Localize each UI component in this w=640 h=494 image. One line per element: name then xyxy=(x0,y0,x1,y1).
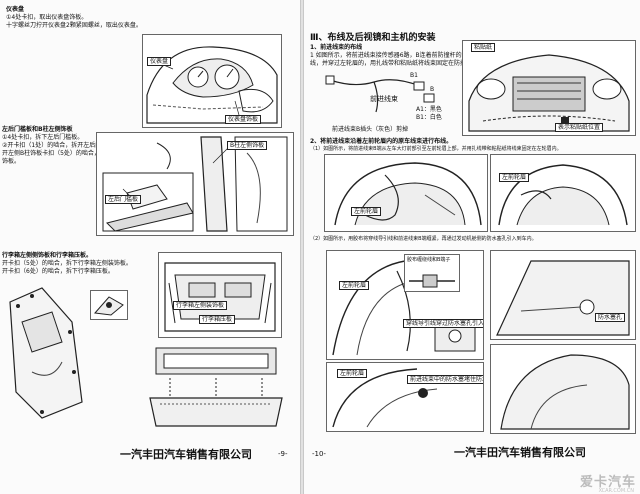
left-section2-line-3: ②开卡扣（1处）的啮合，拆开左后门槛。 xyxy=(2,142,114,149)
left-section2-line-5: 饰板。 xyxy=(2,158,21,165)
figure-wheel-arch-a: 左前轮眉 xyxy=(324,154,488,232)
right-sub2-line-1: （1）如图所示，将前进线束B端从左车大灯前部引至左前轮眉上部，并用扎线带和粘贴纸… xyxy=(310,146,562,152)
figure-trunk: 行李箱左侧装饰板 行李箱压板 xyxy=(158,252,282,338)
grommet-plug-drawing xyxy=(332,368,438,428)
figure-wheel-arch-b: 左前轮眉 xyxy=(490,154,636,232)
left-section2-line-2: ①4处卡扣，拆下左后门槛板。 xyxy=(2,134,84,141)
front-harness-drawing xyxy=(325,75,435,113)
fig-r1-label-b1: B1：白色 xyxy=(416,114,442,121)
fig-r4-label-arch: 左前轮眉 xyxy=(337,369,368,378)
left-header-line-2: ①4处卡扣，取出仪表盘饰板。 xyxy=(6,14,88,21)
left-section3-line-1: 行李箱左侧侧饰板和行李箱压板。 xyxy=(2,252,93,259)
fig-r4-label-plug: 前进线束中的防水塞堵住防水塞孔 xyxy=(407,375,483,384)
right-sub1-line-2: 线，并穿过左轮眉的，用扎线带和粘贴纸将线束固定在防撞杆上。 xyxy=(310,60,485,67)
fig3-label-trunk-plate: 行李箱压板 xyxy=(199,315,236,324)
page-spine xyxy=(300,0,304,494)
figure-instrument-cluster: 仪表盘 仪表盘饰板 xyxy=(142,34,282,128)
fig-r3-label-hole: 防水塞孔 xyxy=(595,313,626,322)
clip-inset-drawing xyxy=(94,296,124,316)
trunk-drawing xyxy=(164,262,276,332)
right-page-number: -10- xyxy=(312,450,326,458)
trunk-plate-drawing xyxy=(149,347,283,427)
right-sub2-line-2: （2）如图所示，用胶布将穿线导引线和前进线束B端缠紧，再通过发动机舱侧的防水塞孔… xyxy=(310,236,537,242)
fig-r3-label-tape: 胶布缠绕线和B端子 xyxy=(407,257,451,263)
figure-grommet-plug-b xyxy=(490,344,636,434)
fig-r3-label-arch: 左前轮眉 xyxy=(339,281,370,290)
wheel-arch-a-drawing xyxy=(334,162,482,226)
figure-trunk-plate xyxy=(146,342,286,432)
fig-r1-label-sticker-pos: 表示粘贴纸位置 xyxy=(555,123,604,132)
car-front-drawing xyxy=(468,54,630,132)
right-title: Ⅲ、布线及后视镜和主机的安装 xyxy=(310,33,436,43)
figure-tape-inset: 胶布缠绕线和B端子 xyxy=(404,254,460,292)
side-panel-drawing xyxy=(9,287,83,419)
fig-r2-label-arch-2: 左前轮眉 xyxy=(499,173,530,182)
fig3-label-trunk-panel: 行李箱左侧装饰板 xyxy=(173,301,228,310)
fig-r1-label-a1: A1：黑色 xyxy=(416,106,442,113)
figure-clip-inset xyxy=(90,290,128,320)
fig2-label-door-sill: 左后门槛板 xyxy=(105,195,142,204)
fig2-label-b-pillar: B柱左侧饰板 xyxy=(227,141,268,150)
instrument-cluster-drawing xyxy=(146,46,278,124)
left-page: 仪表盘 ①4处卡扣，取出仪表盘饰板。 十字螺丝刀拧开仪表盘2颗紧固螺丝，取出仪表… xyxy=(0,0,300,494)
right-footer: 一汽丰田汽车销售有限公司 xyxy=(454,446,586,459)
right-page: Ⅲ、布线及后视镜和主机的安装 1、前进线束的布线 1 如图所示，将前进线束接传感… xyxy=(304,0,640,494)
right-sub1: 1、前进线束的布线 xyxy=(310,44,363,51)
connector-b: B xyxy=(430,86,435,93)
left-section2-line-1: 左后门槛板和B柱左侧饰板 xyxy=(2,126,73,133)
left-section3-line-2: 开卡扣（5处）的啮合，拆下行李箱左侧装饰板。 xyxy=(2,260,132,267)
connector-b1: B1 xyxy=(410,72,418,79)
figure-b-pillar: B柱左侧饰板 左后门槛板 xyxy=(96,132,294,236)
left-page-number: -9- xyxy=(278,450,288,458)
right-sub2: 2、将前进线束沿着左前轮眉内的原车线束进行布线。 xyxy=(310,138,453,145)
figure-front-harness: B1 B 前进线束 A1：黑色 B1：白色 xyxy=(324,68,448,128)
watermark-url: XCAR.COM.CN xyxy=(598,488,634,494)
wheel-arch-b-drawing xyxy=(498,164,628,226)
fig1-label-cluster-trim: 仪表盘饰板 xyxy=(225,115,262,124)
figure-side-panel xyxy=(2,282,92,422)
fig-r3-label-guide: 穿线导引线穿过防水塞孔引入室内 xyxy=(403,319,483,328)
grommet-hole-drawing xyxy=(496,260,630,336)
left-header-line-3: 十字螺丝刀拧开仪表盘2颗紧固螺丝，取出仪表盘。 xyxy=(6,22,142,29)
right-sub1-line-1: 1 如图所示，将前进线束接传感器6路，B连着前防撞杆的左边布 xyxy=(310,52,480,59)
fig-r1-label-sticker: 粘贴纸 xyxy=(471,43,496,52)
tape-inset-drawing xyxy=(409,274,455,288)
fig-r1-label-cut: 前进线束B插头（灰色）剪掉 xyxy=(332,126,409,133)
figure-grommet-plug: 左前轮眉 前进线束中的防水塞堵住防水塞孔 xyxy=(326,362,484,432)
fig1-label-cluster: 仪表盘 xyxy=(147,57,172,66)
left-header-line-1: 仪表盘 xyxy=(6,6,25,13)
left-section3-line-3: 开卡扣（6处）的啮合，拆下行李箱压板。 xyxy=(2,268,114,275)
watermark-logo: 爱卡汽车 xyxy=(579,475,636,490)
grommet-plug-b-drawing xyxy=(500,354,630,430)
left-section2-line-4: 开左侧B柱饰板卡扣（5处）的啮合，然后逐步方向 xyxy=(2,150,136,157)
fig-r1-label-harness: 前进线束 xyxy=(370,95,398,103)
fig-r2-label-arch-1: 左前轮眉 xyxy=(351,207,382,216)
left-footer: 一汽丰田汽车销售有限公司 xyxy=(120,448,252,461)
figure-car-front: 粘贴纸 表示粘贴纸位置 xyxy=(462,40,636,136)
figure-grommet-hole: 防水塞孔 xyxy=(490,250,636,340)
